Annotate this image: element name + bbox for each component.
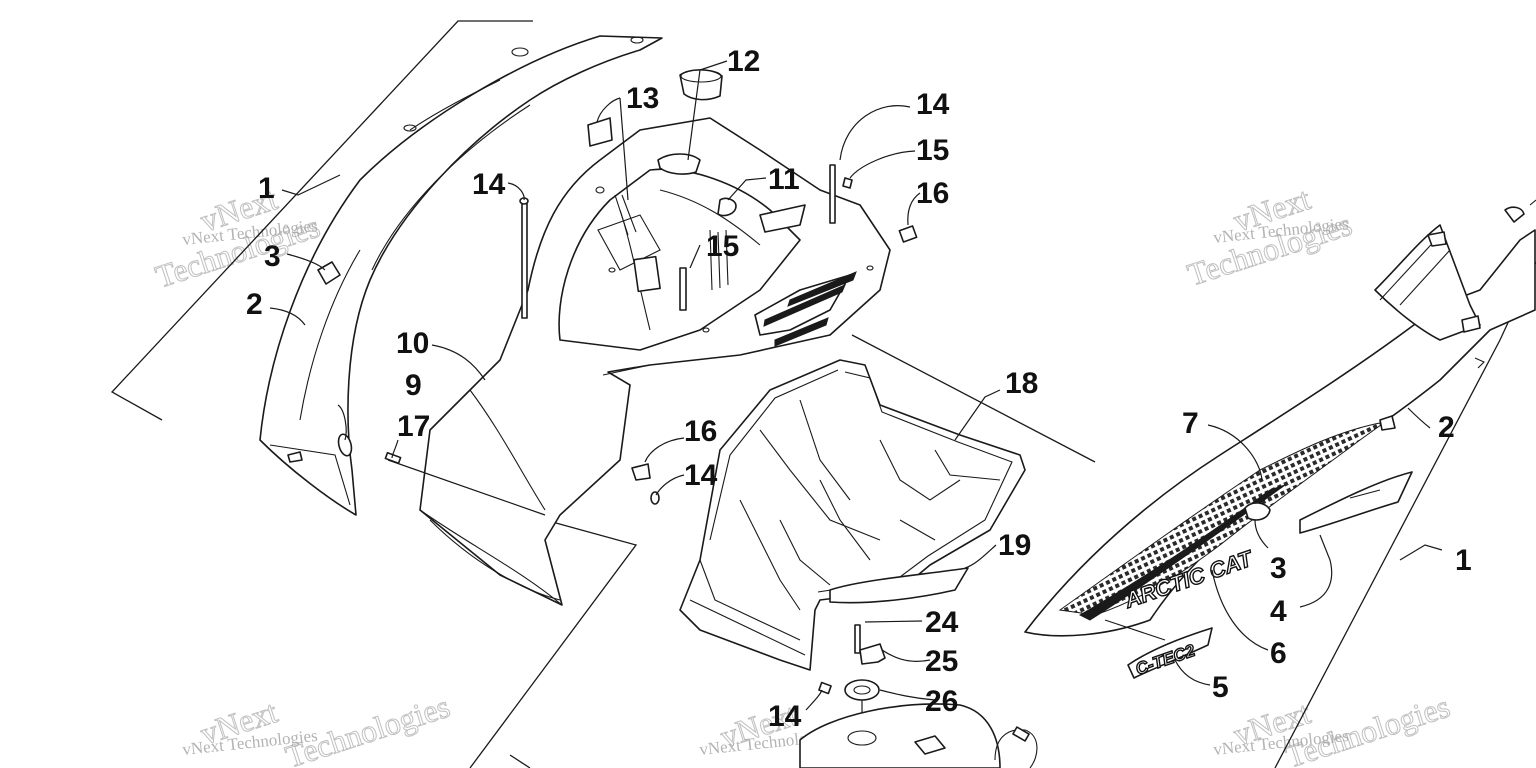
callout-6: 6: [1270, 637, 1287, 670]
callout-13: 13: [626, 82, 659, 115]
callout-2-left: 2: [246, 288, 263, 321]
stripe-decal-7-icon: [1058, 421, 1386, 616]
callout-14-mid: 14: [684, 459, 718, 492]
callout-17: 17: [397, 410, 430, 443]
callout-1-left: 1: [258, 172, 275, 205]
screw-24-icon: [854, 624, 861, 654]
o-ring-icon: [337, 433, 353, 457]
storage-bin: [679, 359, 1026, 671]
callout-12: 12: [727, 45, 760, 78]
grommet-11-icon: [717, 197, 737, 217]
callout-3-left: 3: [264, 240, 281, 273]
callout-labels: 1 2 3 9 17 10 14 13 12 11 15 14 15 16 16…: [246, 45, 1472, 733]
screw-17-icon: [384, 451, 402, 465]
seal-19: [829, 567, 969, 604]
lower-tank: [799, 703, 1038, 768]
cap-12-icon: [679, 69, 723, 101]
grommet-3-right-icon: [1244, 502, 1271, 521]
left-side-panel: [259, 35, 663, 516]
grommet-left-icon: [317, 261, 341, 285]
screw-14-mid-icon: [650, 491, 660, 505]
clip-16-top-icon: [898, 225, 918, 243]
callout-16-mid: 16: [684, 415, 717, 448]
callout-9: 9: [405, 369, 422, 402]
callout-16-top: 16: [916, 177, 949, 210]
callout-5: 5: [1212, 671, 1229, 704]
callout-14-bottom: 14: [768, 700, 802, 733]
hood-assembly: [419, 69, 918, 606]
model-decal-5-icon: [1127, 627, 1213, 679]
washer-15-icon: [842, 177, 853, 189]
grommet-26-icon: [844, 679, 880, 701]
callout-19: 19: [998, 529, 1031, 562]
callout-15-top: 15: [916, 134, 949, 167]
decal-4-icon: [1299, 471, 1413, 534]
fasteners-left: [384, 451, 660, 516]
callout-1-right: 1: [1455, 544, 1472, 577]
callout-7: 7: [1182, 407, 1199, 440]
callout-26: 26: [925, 685, 958, 718]
callout-10: 10: [396, 327, 429, 360]
callout-2-right: 2: [1438, 411, 1455, 444]
callout-24: 24: [925, 606, 959, 639]
leader-lines: [269, 60, 1443, 711]
callout-18: 18: [1005, 367, 1038, 400]
callout-4: 4: [1270, 595, 1287, 628]
callout-15-center: 15: [706, 230, 739, 263]
callout-14-top: 14: [916, 88, 950, 121]
clip-16-mid-icon: [631, 463, 651, 481]
callout-14-left: 14: [472, 168, 506, 201]
bracket-25-icon: [859, 643, 886, 665]
callout-11: 11: [768, 163, 800, 196]
callout-3-right: 3: [1270, 552, 1287, 585]
decal-13-icon: [587, 117, 613, 147]
callout-25: 25: [925, 645, 958, 678]
lower-hardware: [818, 624, 886, 755]
